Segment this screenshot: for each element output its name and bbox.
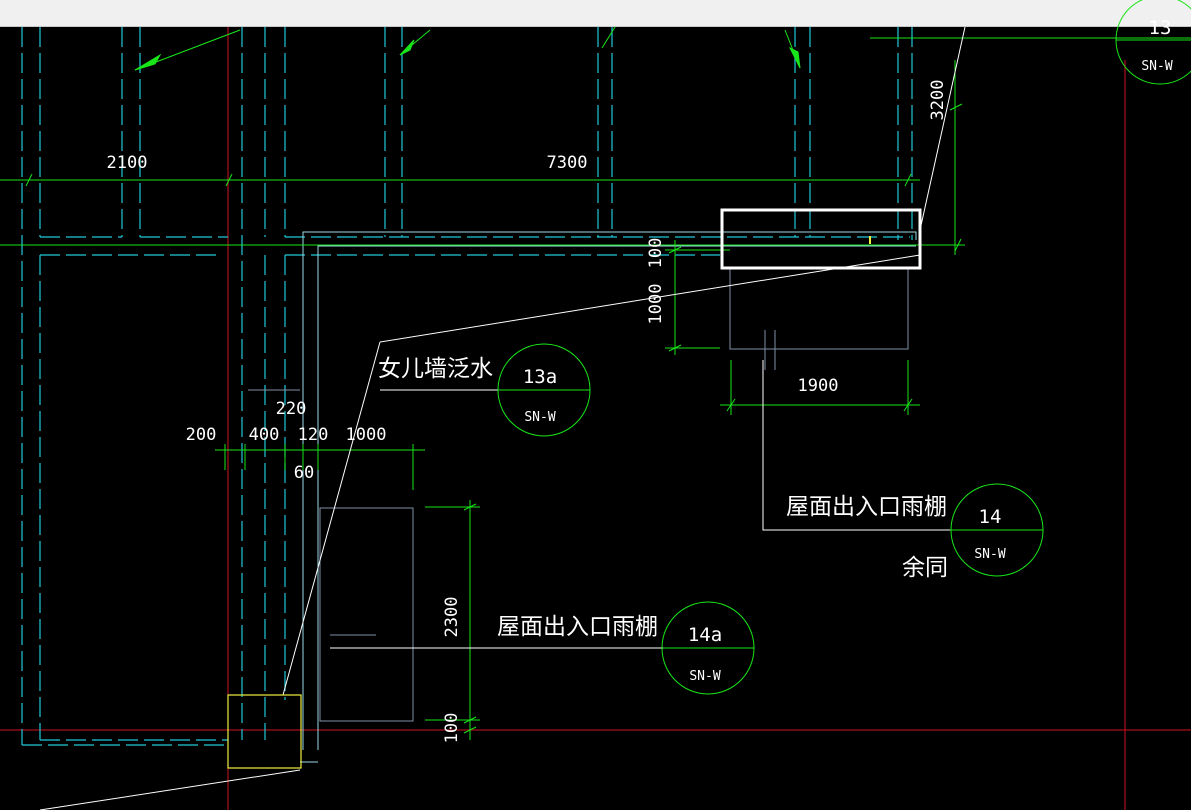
detail-ref-14a[interactable]: 14a SN-W <box>661 601 755 695</box>
dim-tick <box>954 238 962 252</box>
dim-text-2100: 2100 <box>107 153 148 173</box>
detail-ref-sheet: SN-W <box>689 669 720 684</box>
wall-dashed-lines <box>21 27 913 746</box>
dim-text-7300: 7300 <box>547 153 588 173</box>
note-parapet-flashing: 女儿墙泛水 <box>378 356 493 382</box>
leader-line <box>39 769 301 810</box>
parapet-line <box>317 245 860 750</box>
dim-text-1900: 1900 <box>798 376 839 396</box>
annotation-notes: 女儿墙泛水 屋面出入口雨棚 余同 屋面出入口雨棚 <box>378 356 948 640</box>
dim-text-1000: 1000 <box>646 284 666 325</box>
detail-ref-number: 14 <box>979 506 1002 528</box>
dim-text-60: 60 <box>294 463 314 483</box>
dim-tick <box>949 103 963 111</box>
detail-ref-sheet: SN-W <box>1141 59 1172 74</box>
dim-text-400: 400 <box>249 425 280 445</box>
dim-tick <box>904 173 912 187</box>
dim-text-200: 200 <box>186 425 217 445</box>
dim-tick <box>225 173 233 187</box>
dim-text-1000-col: 1000 <box>346 425 387 445</box>
canopy-left-outline <box>319 507 414 722</box>
detail-ref-number: 13a <box>523 366 557 388</box>
selection-highlight-box[interactable] <box>720 208 922 270</box>
detail-ref-14[interactable]: 14 SN-W <box>950 483 1044 577</box>
arrow-leader <box>601 26 616 49</box>
dim-text-2300: 2300 <box>442 597 462 638</box>
dim-text-100-base: 100 <box>442 713 462 744</box>
dim-text-100: 100 <box>646 238 666 269</box>
leader-14 <box>762 360 950 531</box>
dim-text-220: 220 <box>276 399 307 419</box>
dim-text-120: 120 <box>298 425 329 445</box>
drawing-background <box>0 27 1191 810</box>
dim-tick <box>903 398 913 412</box>
dimension-texts: 2100 7300 3200 100 1000 1900 220 200 400… <box>107 80 948 744</box>
yellow-marker-box[interactable] <box>227 694 302 769</box>
dim-text-3200: 3200 <box>928 80 948 121</box>
detail-ref-13a[interactable]: 13a SN-W <box>497 343 591 437</box>
arrow-head <box>788 46 801 69</box>
window-top-strip <box>0 0 1191 27</box>
parapet-line <box>302 231 917 750</box>
dim-tick <box>726 398 736 412</box>
detail-ref-sheet: SN-W <box>974 547 1005 562</box>
dim-tick <box>463 503 477 511</box>
arrow-head <box>399 39 415 56</box>
dim-tick <box>25 173 33 187</box>
arrow-head <box>134 53 162 71</box>
dim-tick <box>463 726 477 734</box>
note-roof-canopy-left: 屋面出入口雨棚 <box>497 614 658 640</box>
leader-line <box>919 26 966 231</box>
dim-tick <box>463 716 477 724</box>
detail-ref-number: 13 <box>1149 17 1172 39</box>
detail-ref-sheet: SN-W <box>524 410 555 425</box>
dimension-lines <box>0 26 1191 740</box>
leader-lines <box>39 26 966 810</box>
dim-tick <box>668 344 682 352</box>
leader-line <box>282 341 381 696</box>
parapet-outline <box>300 231 917 763</box>
note-roof-canopy-right: 屋面出入口雨棚 <box>786 494 947 520</box>
axis-lines <box>0 27 1191 810</box>
dim-tick <box>668 246 682 254</box>
note-same-as: 余同 <box>902 555 948 581</box>
detail-ref-corner[interactable]: 13 SN-W <box>1115 0 1191 85</box>
detail-ref-number: 14a <box>688 624 722 646</box>
